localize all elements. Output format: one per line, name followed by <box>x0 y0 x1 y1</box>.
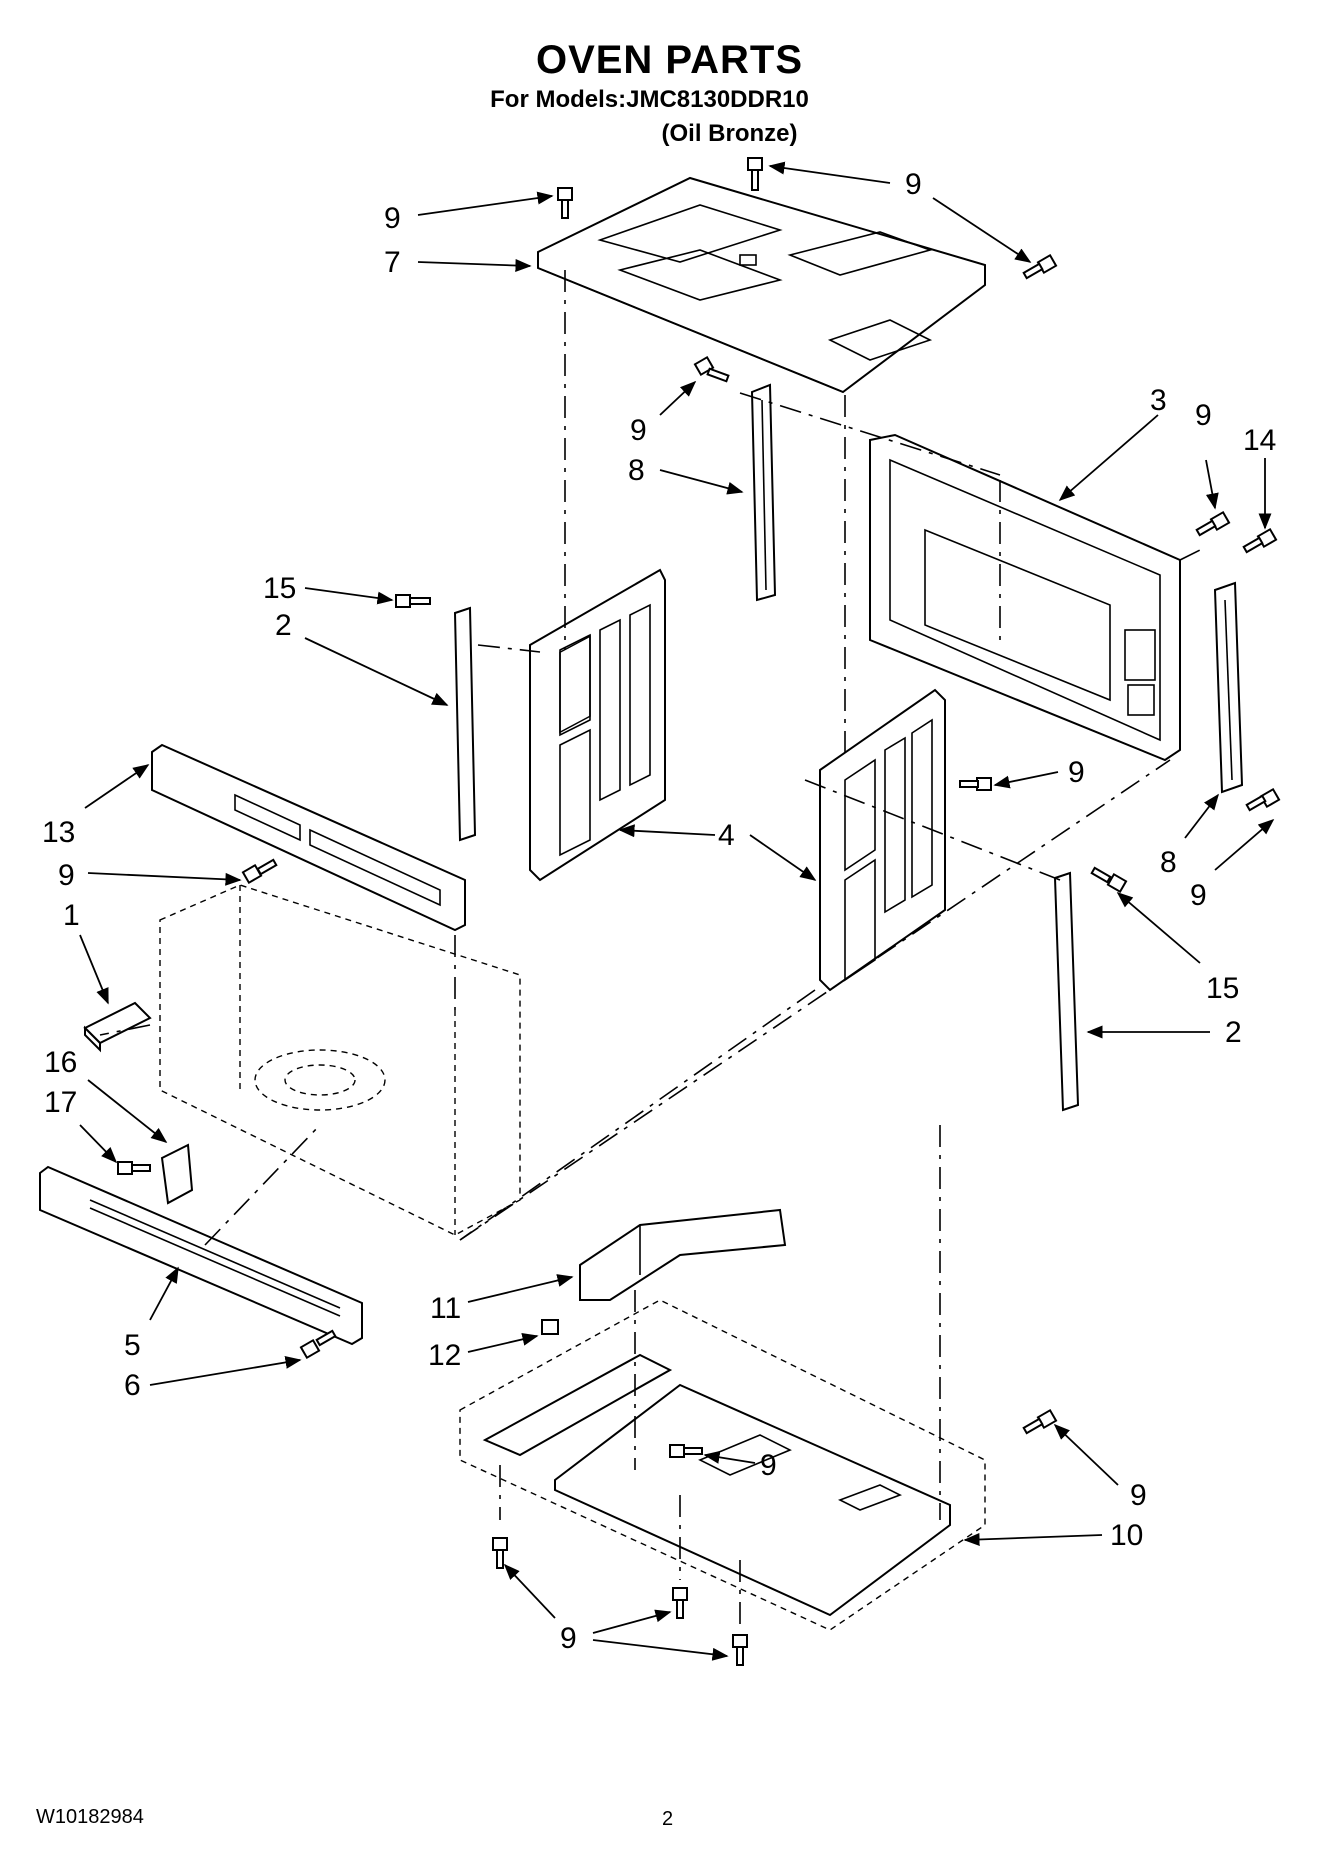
callout-12: 12 <box>428 1339 461 1372</box>
top-panel-part-7 <box>537 176 986 394</box>
screw-icon <box>492 1537 508 1569</box>
side-panel-right-part-4 <box>819 688 946 992</box>
duct-part-11 <box>579 1208 787 1301</box>
page-title: OVEN PARTS <box>535 38 804 82</box>
screw-icon <box>395 594 431 608</box>
screw-icon <box>669 1444 703 1458</box>
callout-9-right-center: 9 <box>1068 756 1085 789</box>
side-panel-left-part-4 <box>529 568 666 882</box>
callout-9-right-upper: 9 <box>1195 399 1212 432</box>
callout-16: 16 <box>44 1046 77 1079</box>
screw-icon <box>557 187 573 219</box>
finish-line: (Oil Bronze) <box>661 120 798 147</box>
rear-panel-part-3 <box>869 433 1181 762</box>
switch-part-12 <box>541 1319 559 1335</box>
callout-labels: 9 9 7 9 8 3 9 14 15 2 13 4 9 8 9 9 1 15 … <box>42 168 1276 1655</box>
models-line: For Models:JMC8130DDR10 <box>490 86 809 113</box>
callout-9-top-center: 9 <box>905 168 922 201</box>
assembly-lines <box>99 270 1201 1630</box>
page-number: 2 <box>662 1808 674 1830</box>
callout-15-right: 15 <box>1206 972 1239 1005</box>
screw-icon <box>1195 510 1231 537</box>
screw-icon <box>1245 787 1281 812</box>
base-pan-part-10 <box>459 1299 986 1631</box>
callout-17: 17 <box>44 1086 77 1119</box>
callout-14: 14 <box>1243 424 1276 457</box>
callout-3: 3 <box>1150 384 1167 417</box>
screw-icon <box>959 777 992 791</box>
screw-icon <box>117 1161 151 1175</box>
screw-icon <box>672 1587 688 1619</box>
callout-7: 7 <box>384 246 401 279</box>
callout-2-left: 2 <box>275 609 292 642</box>
screw-icon <box>1090 866 1128 894</box>
callout-5: 5 <box>124 1329 141 1362</box>
leader-arrows <box>79 161 1275 1661</box>
screw-icon <box>732 1634 748 1666</box>
trim-strip-right-part-2 <box>1053 871 1080 1112</box>
grille-part-5 <box>39 1165 363 1346</box>
trim-strip-left-part-2 <box>453 606 477 842</box>
front-bracket-part-13 <box>151 743 466 932</box>
callout-9-base-center: 9 <box>760 1449 777 1482</box>
keypad-part-1 <box>83 1001 152 1053</box>
document-number: W10182984 <box>36 1806 144 1828</box>
callout-9-base-right: 9 <box>1130 1479 1147 1512</box>
callout-11: 11 <box>430 1292 461 1325</box>
screw-icon <box>1022 253 1058 280</box>
rail-right-part-8 <box>1213 581 1244 794</box>
latch-plate-part-16 <box>160 1143 194 1205</box>
rail-left-part-8 <box>750 383 777 602</box>
screw-icon <box>693 355 730 383</box>
callout-9-right-lower: 9 <box>1190 879 1207 912</box>
callout-2-right: 2 <box>1225 1016 1242 1049</box>
screw-icon <box>299 1329 337 1360</box>
callout-10: 10 <box>1110 1519 1143 1552</box>
callout-8-right: 8 <box>1160 846 1177 879</box>
screw-icon <box>747 157 763 191</box>
callout-9-left: 9 <box>58 859 75 892</box>
callout-13: 13 <box>42 816 75 849</box>
screw-icon <box>241 858 278 885</box>
oven-cavity-ghost <box>159 884 521 1236</box>
callout-1: 1 <box>63 899 80 932</box>
callout-9-mid: 9 <box>630 414 647 447</box>
screw-icons <box>117 157 1281 1666</box>
callout-9-bottom: 9 <box>560 1622 577 1655</box>
screw-icon <box>1242 527 1278 554</box>
callout-8-left: 8 <box>628 454 645 487</box>
callout-6: 6 <box>124 1369 141 1402</box>
callout-15-left: 15 <box>263 572 296 605</box>
screw-icon <box>1022 1408 1058 1435</box>
callout-4: 4 <box>718 819 735 852</box>
callout-9-top-left: 9 <box>384 202 401 235</box>
